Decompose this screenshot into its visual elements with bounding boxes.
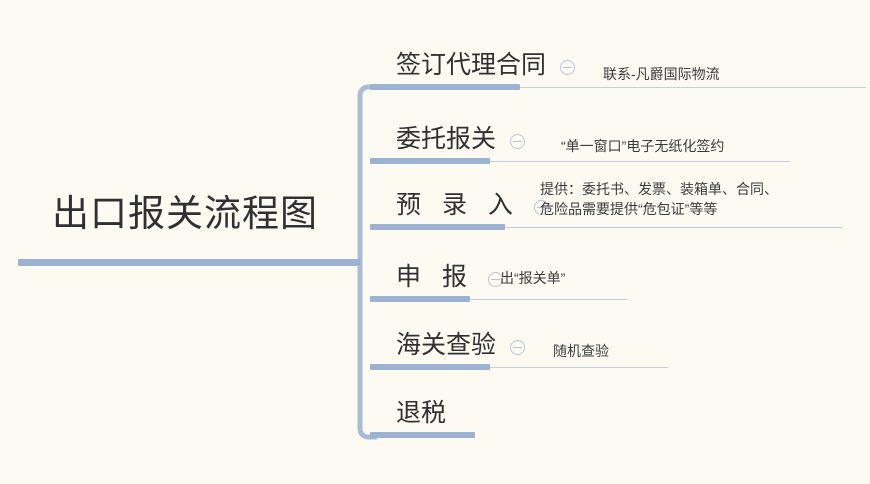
branch-head: 海关查验 [370, 316, 526, 362]
branch-label: 预 录 入 [396, 191, 520, 219]
collapse-minus-circle-icon[interactable] [560, 60, 576, 75]
branch-node-sign-agency-contract[interactable]: 签订代理合同 [370, 36, 866, 90]
branch-child-line-1: 联系-凡爵国际物流 [603, 66, 720, 82]
branch-child-line-2: 危险品需要提供“危包证”等等 [540, 201, 718, 217]
branch-node-declaration[interactable]: 申 报 [370, 248, 628, 302]
collapse-minus-circle-icon[interactable] [533, 200, 549, 215]
branch-child-underline [505, 227, 842, 228]
branch-child-text[interactable]: 出“报关单” [500, 268, 565, 288]
branch-underline [370, 364, 490, 370]
branch-head: 退税 [370, 384, 446, 430]
branch-label: 委托报关 [396, 125, 497, 153]
branch-head: 预 录 入 [370, 176, 549, 222]
branch-underline [370, 84, 520, 90]
branch-label: 退税 [396, 399, 447, 427]
branch-underline [370, 158, 490, 164]
branch-head: 委托报关 [370, 110, 526, 156]
branch-child-line-1: “单一窗口”电子无纸化签约 [561, 138, 725, 154]
branch-node-customs-inspection[interactable]: 海关查验 [370, 316, 668, 370]
root-node-underline [18, 259, 358, 266]
branch-child-underline [470, 299, 628, 300]
collapse-minus-circle-icon[interactable] [510, 134, 526, 149]
branch-child-line-1: 提供：委托书、发票、装箱单、合同、 [540, 181, 778, 197]
branch-child-underline [520, 87, 866, 88]
branch-child-text[interactable]: 联系-凡爵国际物流 [603, 64, 720, 84]
branch-underline [370, 432, 475, 438]
branch-child-text[interactable]: 提供：委托书、发票、装箱单、合同、危险品需要提供“危包证”等等 [540, 179, 778, 219]
branch-child-text[interactable]: 随机查验 [553, 341, 609, 361]
branch-head: 申 报 [370, 248, 503, 294]
branch-head: 签订代理合同 [370, 36, 576, 82]
branch-underline [370, 224, 505, 230]
branch-child-line-1: 随机查验 [553, 343, 609, 359]
branch-node-pre-entry[interactable]: 预 录 入 [370, 176, 842, 230]
branch-child-line-1: 出“报关单” [500, 270, 566, 286]
branch-label: 签订代理合同 [396, 51, 547, 79]
branch-underline [370, 296, 470, 302]
branch-label: 申 报 [396, 263, 474, 291]
collapse-minus-circle-icon[interactable] [510, 340, 526, 355]
collapse-minus-circle-icon[interactable] [487, 272, 503, 287]
branch-node-entrust-declaration[interactable]: 委托报关 [370, 110, 790, 164]
root-node-label: 出口报关流程图 [52, 193, 318, 234]
branch-node-tax-refund[interactable]: 退税 [370, 384, 475, 438]
branch-child-text[interactable]: “单一窗口”电子无纸化签约 [561, 136, 724, 156]
branch-child-underline [490, 367, 668, 368]
branch-child-underline [490, 161, 790, 162]
root-node[interactable]: 出口报关流程图 [18, 188, 358, 266]
branch-label: 海关查验 [396, 331, 497, 359]
